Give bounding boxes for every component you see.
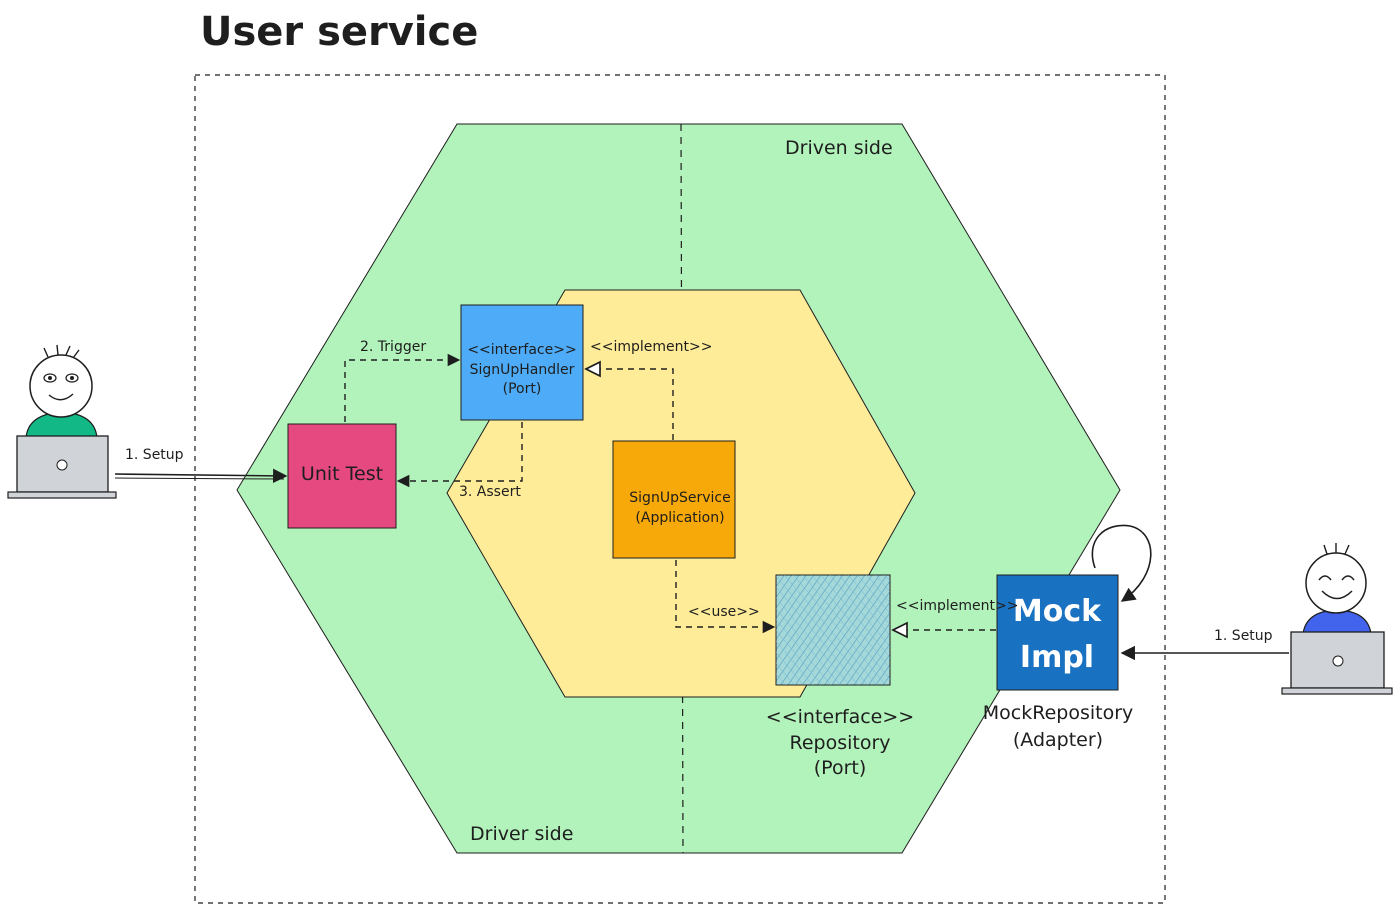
implement-top-arrow	[586, 369, 674, 440]
repository-node[interactable]	[775, 574, 891, 686]
trigger-label: 2. Trigger	[360, 339, 426, 355]
right-laptop-screen	[1290, 631, 1385, 689]
repository-stereotype: <<interface>>	[766, 706, 914, 728]
signup-handler-stereotype: <<interface>>	[467, 342, 576, 358]
service-boundary	[194, 74, 1166, 904]
right-person-head	[1305, 552, 1367, 614]
unit-test-node[interactable]: Unit Test	[287, 423, 397, 529]
mock-impl-line2: Impl	[1020, 640, 1094, 675]
left-person-pupil-right	[70, 376, 74, 380]
setup-left-label: 1. Setup	[125, 447, 184, 463]
setup-left-arrow-stroke	[114, 477, 285, 480]
implement-bottom-label: <<implement>>	[896, 598, 1018, 614]
left-person-pupil-left	[48, 376, 52, 380]
signup-handler-role: (Port)	[503, 381, 542, 397]
left-laptop-base	[7, 491, 117, 499]
driver-side-label: Driver side	[470, 823, 573, 845]
right-laptop-base	[1281, 687, 1393, 695]
assert-label: 3. Assert	[459, 484, 521, 500]
trigger-arrow	[344, 353, 461, 422]
right-developer-figure	[1281, 543, 1393, 695]
signup-service-role: (Application)	[635, 510, 724, 526]
mock-impl-line1: Mock	[1013, 594, 1102, 629]
signup-handler-name: SignUpHandler	[470, 362, 575, 378]
setup-right-label: 1. Setup	[1214, 628, 1273, 644]
repository-name: Repository	[789, 732, 890, 754]
use-arrow	[675, 560, 776, 634]
repository-role: (Port)	[814, 757, 867, 779]
diagram-title: User service	[200, 9, 478, 55]
driven-side-label: Driven side	[785, 137, 893, 159]
right-person-hair	[1323, 543, 1350, 555]
mock-impl-node[interactable]: Mock Impl	[996, 574, 1119, 691]
left-person-hair	[43, 344, 80, 359]
right-person-eye-left	[1318, 575, 1332, 581]
implement-top-label: <<implement>>	[590, 339, 712, 355]
signup-service-name: SignUpService	[629, 490, 730, 506]
apple-logo-icon	[56, 459, 68, 471]
signup-handler-node[interactable]: <<interface>> SignUpHandler (Port)	[460, 304, 584, 421]
setup-left-arrow	[114, 468, 288, 484]
right-person-smile	[1321, 590, 1353, 600]
assert-arrow	[396, 422, 523, 488]
left-person-head	[29, 354, 93, 418]
mock-repository-name: MockRepository	[983, 702, 1134, 724]
unit-test-label: Unit Test	[301, 463, 383, 485]
signup-service-node[interactable]: SignUpService (Application)	[612, 440, 736, 559]
apple-logo-icon	[1332, 655, 1344, 667]
left-developer-figure	[7, 344, 117, 499]
mock-repository-role: (Adapter)	[1013, 729, 1103, 751]
left-person-smile	[48, 393, 74, 401]
mock-self-loop-arrow	[1091, 524, 1152, 602]
right-person-eye-right	[1341, 575, 1355, 581]
use-label: <<use>>	[688, 604, 760, 620]
